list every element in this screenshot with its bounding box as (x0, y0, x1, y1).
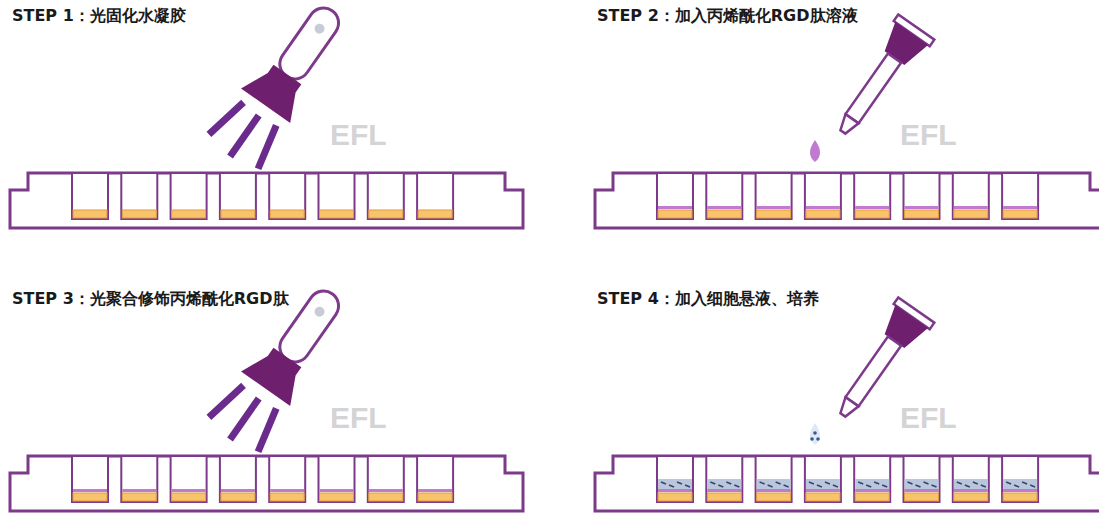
well (368, 456, 404, 502)
well (805, 456, 841, 502)
well (756, 173, 792, 219)
step-title: STEP 1：光固化水凝胶 (12, 6, 186, 27)
step-panel (10, 0, 523, 228)
well (706, 173, 742, 219)
watermark: EFL (900, 118, 957, 152)
well (269, 456, 305, 502)
well (904, 173, 940, 219)
step-panel (595, 14, 1099, 228)
well (417, 173, 453, 219)
well (171, 173, 207, 219)
step-panel (10, 276, 523, 511)
well (417, 456, 453, 502)
watermark: EFL (900, 401, 957, 435)
well (368, 173, 404, 219)
watermark: EFL (330, 401, 387, 435)
well-plate (10, 173, 523, 228)
well (854, 456, 890, 502)
well (805, 173, 841, 219)
well (1002, 173, 1038, 219)
well (953, 173, 989, 219)
well (319, 173, 355, 219)
well (121, 173, 157, 219)
well (657, 173, 693, 219)
well (319, 456, 355, 502)
well (220, 456, 256, 502)
well (706, 456, 742, 502)
well (953, 456, 989, 502)
well (854, 173, 890, 219)
well-plate (595, 456, 1099, 511)
well (269, 173, 305, 219)
well (121, 456, 157, 502)
rgd-drop (810, 140, 820, 162)
well (1002, 456, 1038, 502)
well (657, 456, 693, 502)
well (220, 173, 256, 219)
well-plate (10, 456, 523, 511)
well-plate (595, 173, 1099, 228)
well (904, 456, 940, 502)
well (72, 456, 108, 502)
step-title: STEP 4：加入细胞悬液、培养 (597, 289, 819, 310)
well (756, 456, 792, 502)
step-panel (595, 297, 1099, 511)
step-title: STEP 3：光聚合修饰丙烯酰化RGD肽 (12, 289, 289, 310)
cell-drop (810, 423, 820, 445)
watermark: EFL (330, 118, 387, 152)
well (72, 173, 108, 219)
step-title: STEP 2：加入丙烯酰化RGD肽溶液 (597, 6, 858, 27)
well (171, 456, 207, 502)
